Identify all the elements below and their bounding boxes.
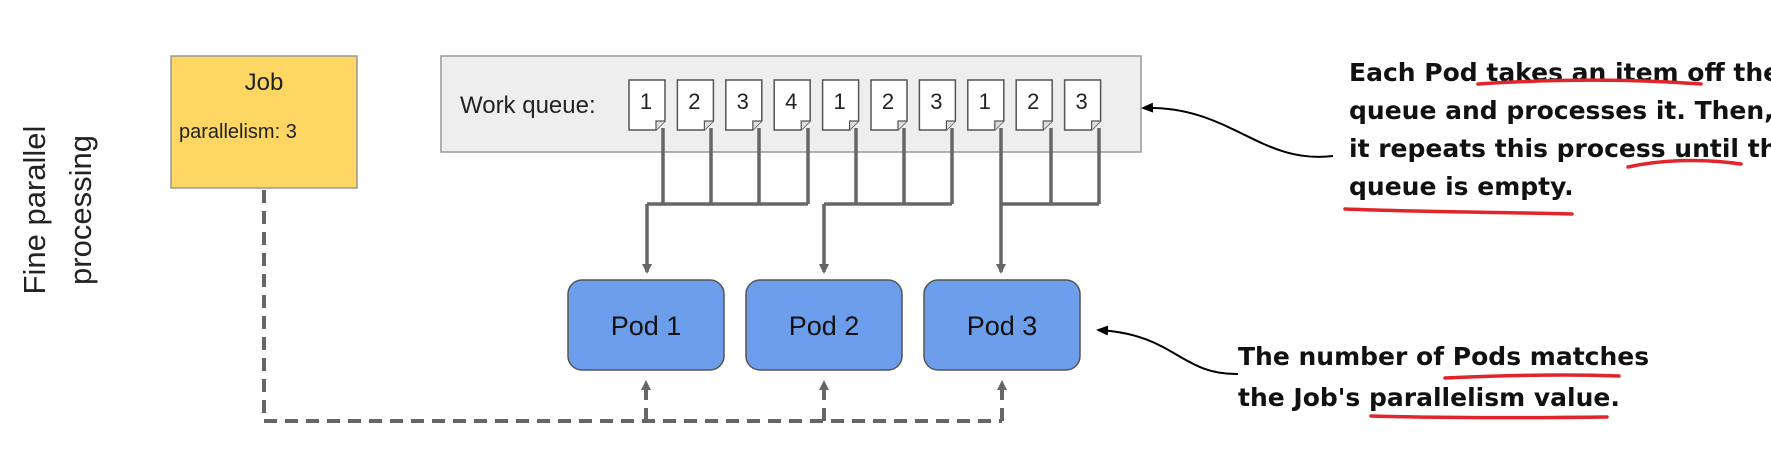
queue-item: 3 [1063,79,1102,131]
pods-note-line2: the Job's parallelism value. [1238,383,1620,412]
group3-lines [1001,128,1101,206]
work-queue-label: Work queue: [460,92,596,119]
queue-items: 1 2 3 4 1 2 3 1 2 3 [628,79,1102,131]
queue-item-label: 1 [979,89,991,114]
queue-item-label: 4 [785,89,797,114]
queue-item-label: 3 [1075,89,1087,114]
job-dashed-line [262,190,1002,423]
side-label-line1: Fine parallel [17,126,52,295]
queue-note-line1: Each Pod takes an item off the [1349,58,1771,87]
job-parallelism: parallelism: 3 [179,121,297,143]
work-queue-box: Work queue: 1 2 3 4 1 2 3 1 2 3 [440,55,1142,153]
queue-note-line3: it repeats this process until the [1349,134,1771,163]
queue-item: 3 [725,79,763,131]
pods-note-line1: The number of Pods matches [1238,342,1649,371]
group1-lines [647,128,810,206]
document-fold [800,120,811,130]
pod-2: Pod 2 [745,279,903,371]
pod-3: Pod 3 [923,279,1081,371]
queue-item: 2 [676,79,715,131]
group2-lines [824,128,954,206]
pods-note: The number of Pods matches the Job's par… [1238,342,1649,412]
underline-until-the [1626,158,1743,169]
queue-item: 4 [773,79,811,131]
pod-1-label: Pod 1 [611,311,682,341]
queue-to-pod-connectors [642,128,1101,274]
document-fold [994,120,1004,130]
document-fold [849,120,859,130]
queue-item: 1 [967,79,1005,131]
job-box: Job parallelism: 3 [170,55,358,189]
queue-item: 1 [628,79,666,131]
document-fold [1042,120,1053,130]
pod-1: Pod 1 [567,279,725,371]
queue-item-label: 3 [930,89,942,114]
queue-item-label: 2 [1027,89,1039,114]
job-title: Job [245,69,284,96]
queue-item: 1 [821,79,860,131]
queue-item-label: 1 [640,89,652,114]
document-fold [703,120,714,130]
job-box-background [170,55,358,189]
queue-item-label: 3 [737,89,749,114]
underline-pods-matches [1443,373,1621,380]
pods-note-arrow [1096,325,1239,376]
queue-item: 3 [918,79,957,131]
underline-queue-is-empty [1343,207,1574,216]
queue-item-label: 2 [882,89,894,114]
document-fold [897,120,907,130]
document-fold [655,120,665,130]
document-fold [752,120,762,130]
side-label-line2: processing [63,135,98,285]
queue-item-label: 2 [688,89,700,114]
queue-item: 2 [1015,79,1053,131]
queue-note-arrow [1141,102,1334,158]
job-to-pod-connectors [262,190,1007,423]
queue-note-line4: queue is empty. [1349,172,1574,201]
red-underlines [1343,78,1743,420]
pods: Pod 1 Pod 2 Pod 3 [567,279,1081,371]
document-fold [1091,120,1101,130]
pod-3-label: Pod 3 [967,311,1038,341]
underline-parallelism-value [1369,414,1609,420]
side-label: Fine parallel processing [17,126,98,295]
queue-note-line2: queue and processes it. Then, [1349,96,1771,125]
queue-item-label: 1 [833,89,845,114]
underline-takes-an-item-off [1476,78,1703,86]
document-fold [945,120,956,130]
pod-2-label: Pod 2 [789,311,860,341]
queue-item: 2 [870,79,908,131]
